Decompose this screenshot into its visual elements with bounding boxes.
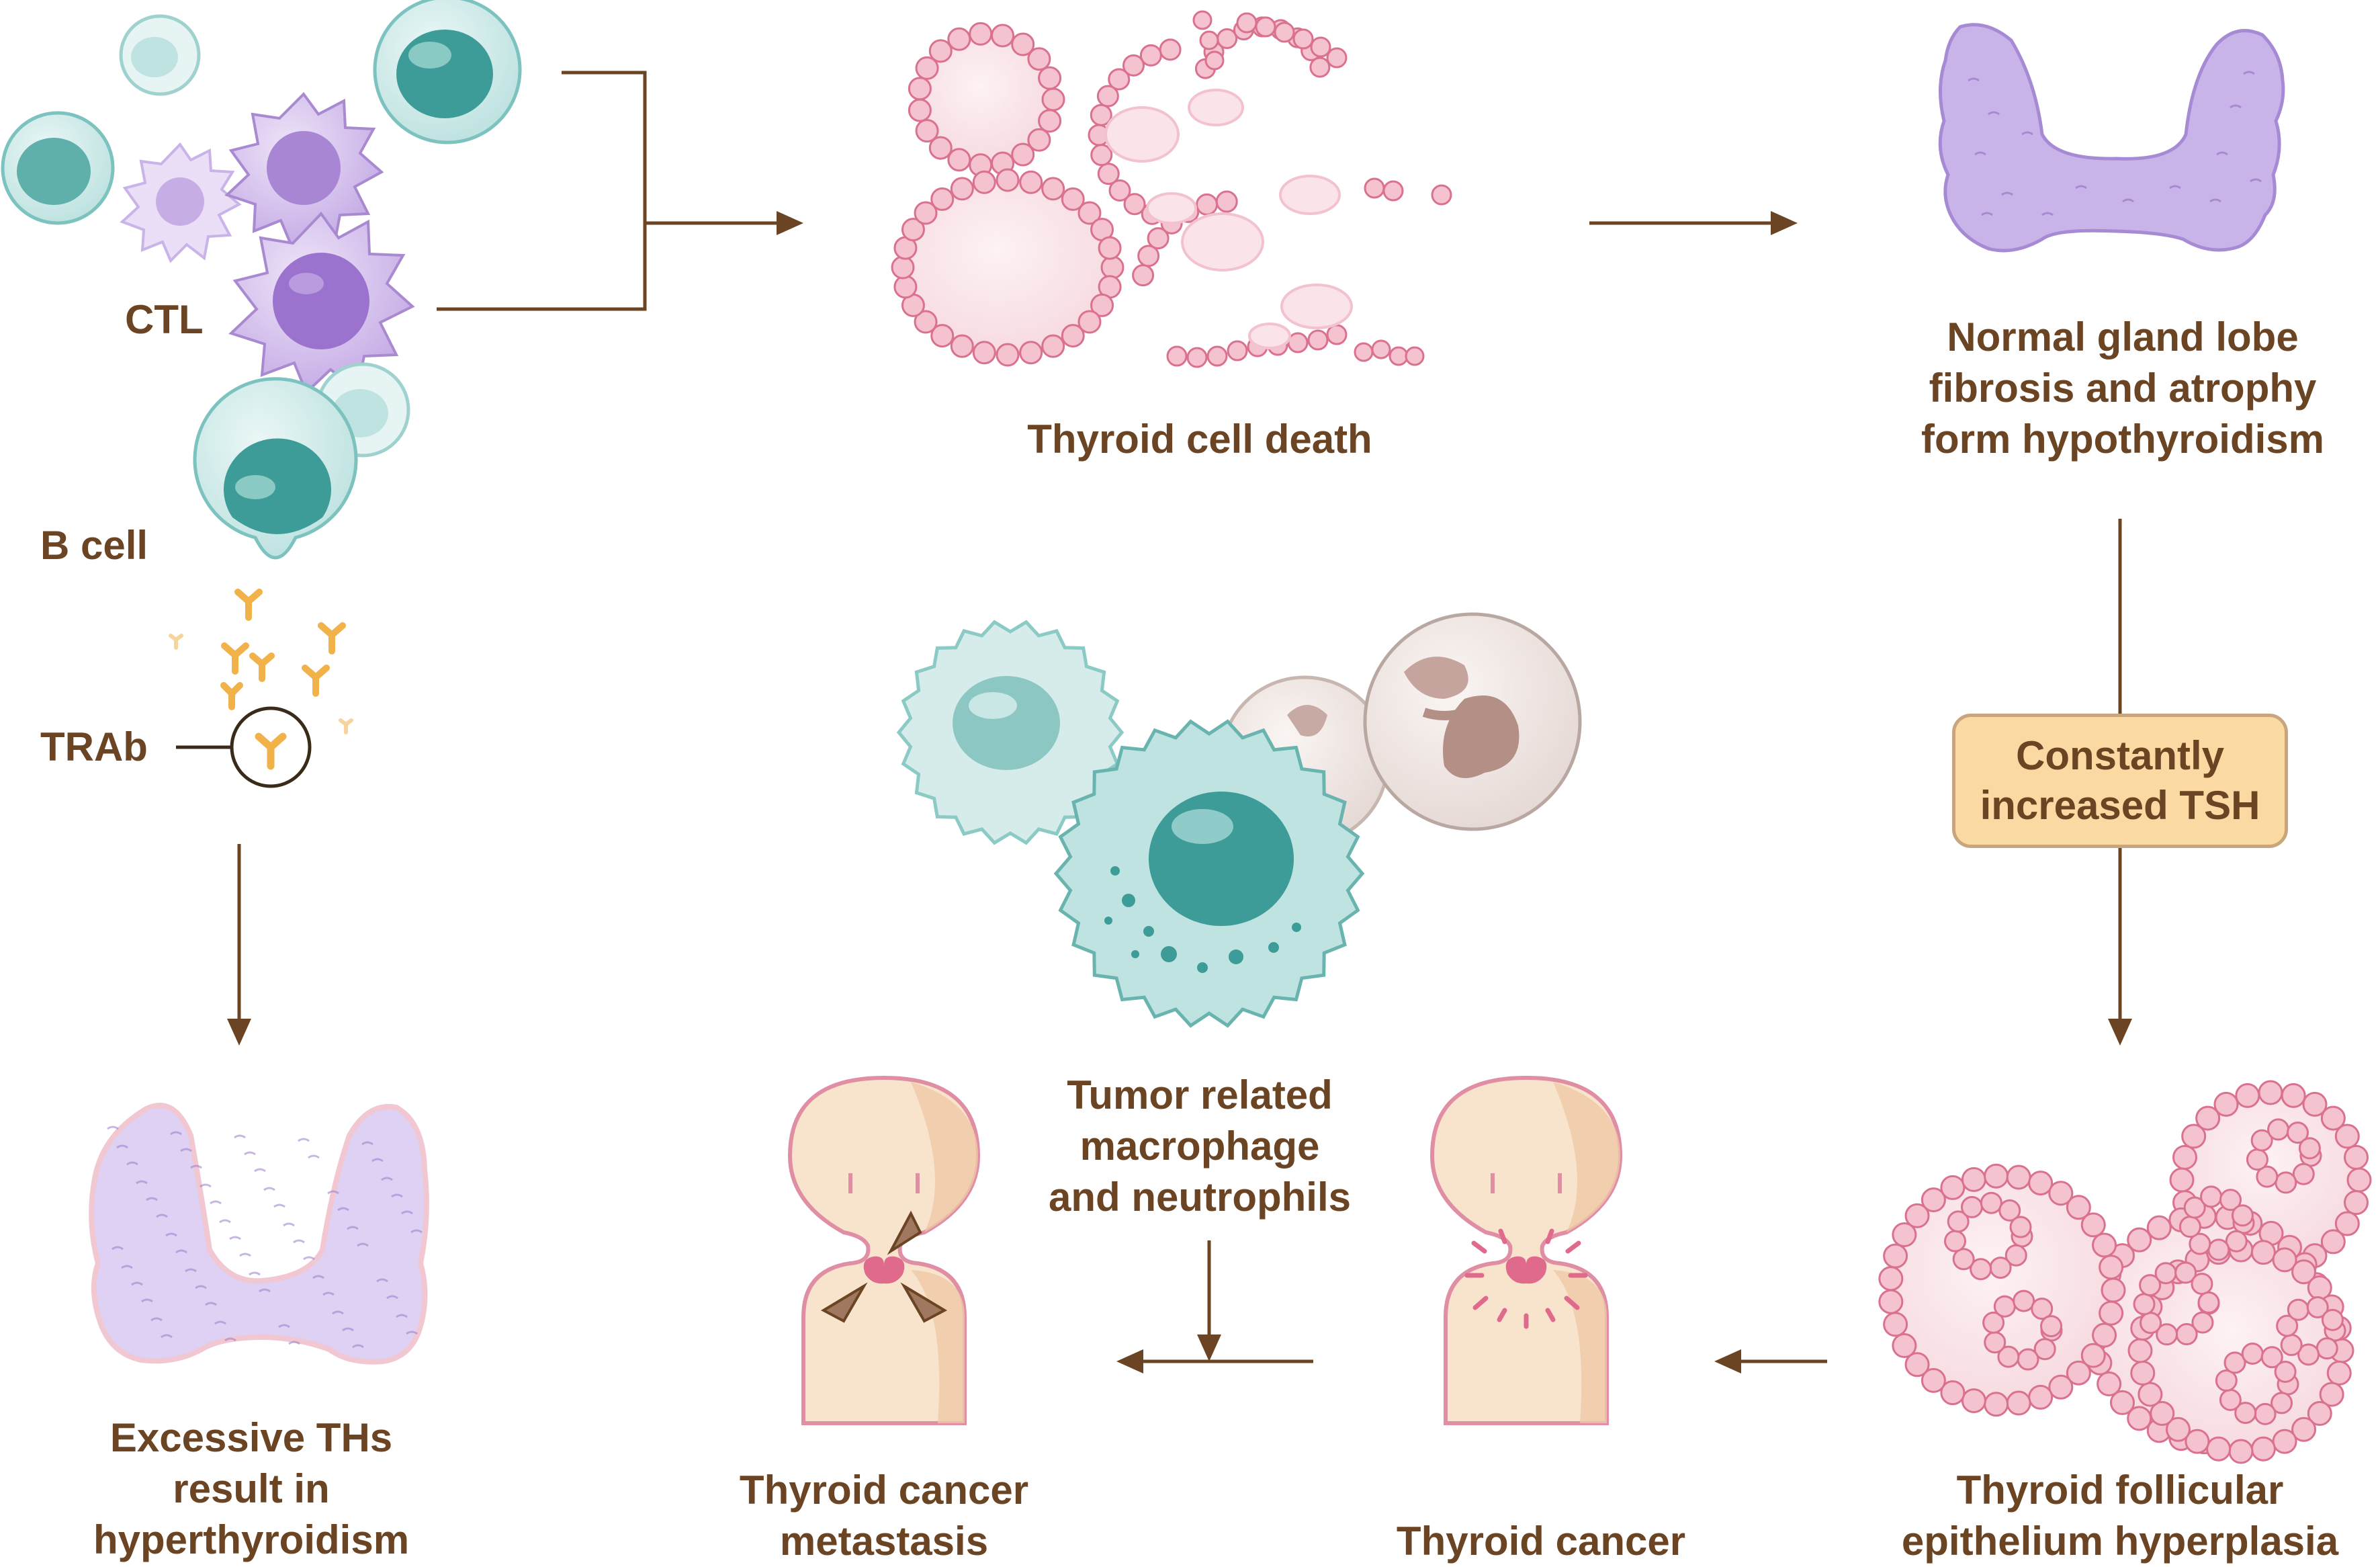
arrow-heads xyxy=(227,211,2132,1373)
hyperplastic-follicle-group xyxy=(1878,1080,2372,1464)
hyperplasia-label: Thyroid follicular epithelium hyperplasi… xyxy=(1901,1468,2339,1564)
connector-lines xyxy=(237,71,2122,1363)
b-cell-label: B cell xyxy=(40,523,148,568)
trab-label: TRAb xyxy=(40,724,148,769)
dying-follicle-group xyxy=(891,10,1452,368)
metastasis-figure xyxy=(787,1075,981,1425)
tumor-cells-label: Tumor related macrophage and neutrophils xyxy=(1049,1072,1351,1220)
thyroid-cancer-label: Thyroid cancer xyxy=(1396,1519,1686,1564)
atrophic-thyroid-gland xyxy=(1938,23,2285,253)
thyroid-cancer-figure xyxy=(1429,1075,1623,1425)
hyperthyroidism-label: Excessive THs result in hyperthyroidism xyxy=(93,1415,410,1562)
normal-gland-label: Normal gland lobe fibrosis and atrophy f… xyxy=(1921,314,2325,462)
antibody-cluster xyxy=(169,589,353,734)
thyroid-cell-death-label: Thyroid cell death xyxy=(1027,417,1372,462)
tsh-line-2: increased TSH xyxy=(1980,783,2260,828)
tsh-line-1: Constantly xyxy=(2015,733,2225,778)
ctl-cell-cluster xyxy=(1,0,522,458)
metastasis-label: Thyroid cancer metastasis xyxy=(739,1468,1029,1564)
trab-indicator xyxy=(176,706,312,788)
ctl-label: CTL xyxy=(125,297,204,342)
tsh-box: Constantly increased TSH xyxy=(1952,714,2288,848)
tumor-macrophage-neutrophil-cluster xyxy=(896,612,1582,1028)
b-cell xyxy=(193,377,358,560)
enlarged-thyroid-gland xyxy=(89,1103,429,1365)
